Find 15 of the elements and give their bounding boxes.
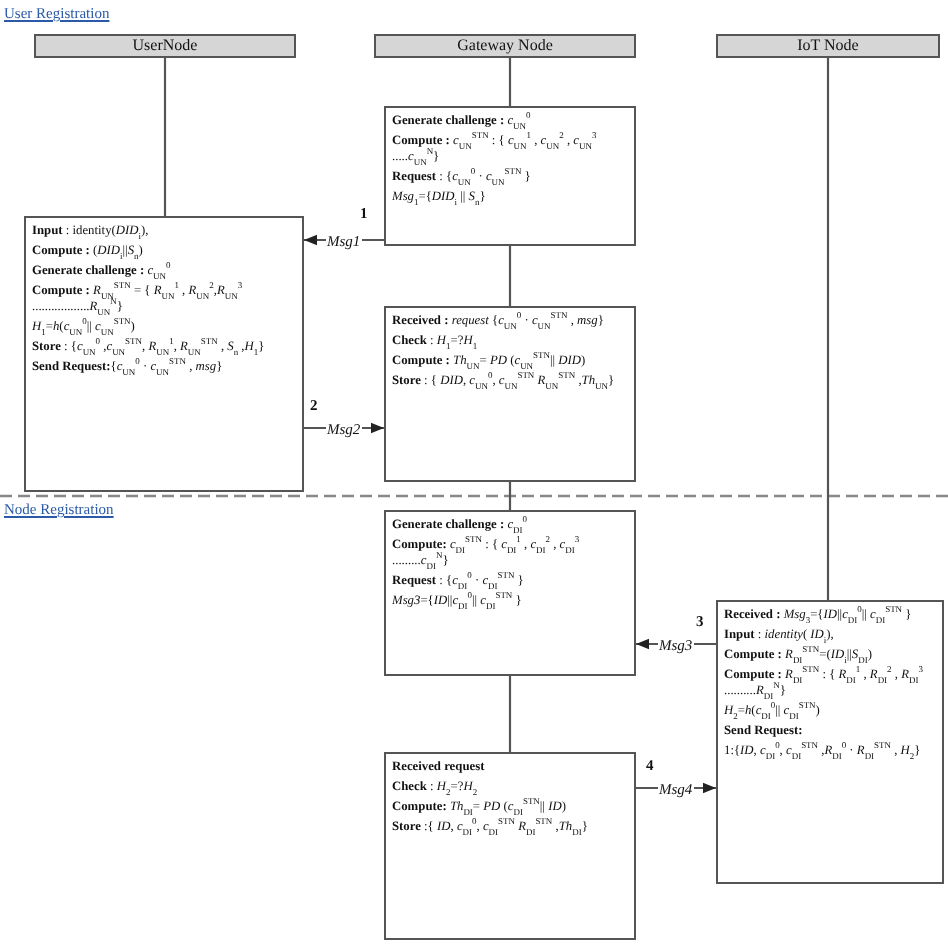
lifeline-header: IoT Node [716,34,940,58]
lifeline [508,246,512,306]
lifeline [163,58,167,216]
lifeline [508,58,512,106]
lifeline [826,58,830,600]
process-box [384,306,636,482]
process-box [24,216,304,492]
lifeline [508,482,512,510]
process-box [384,752,636,940]
lifeline [508,676,512,752]
lifeline-header: UserNode [34,34,296,58]
lifeline-header: Gateway Node [374,34,636,58]
process-box [716,600,944,884]
process-box [384,106,636,246]
process-box [384,510,636,676]
